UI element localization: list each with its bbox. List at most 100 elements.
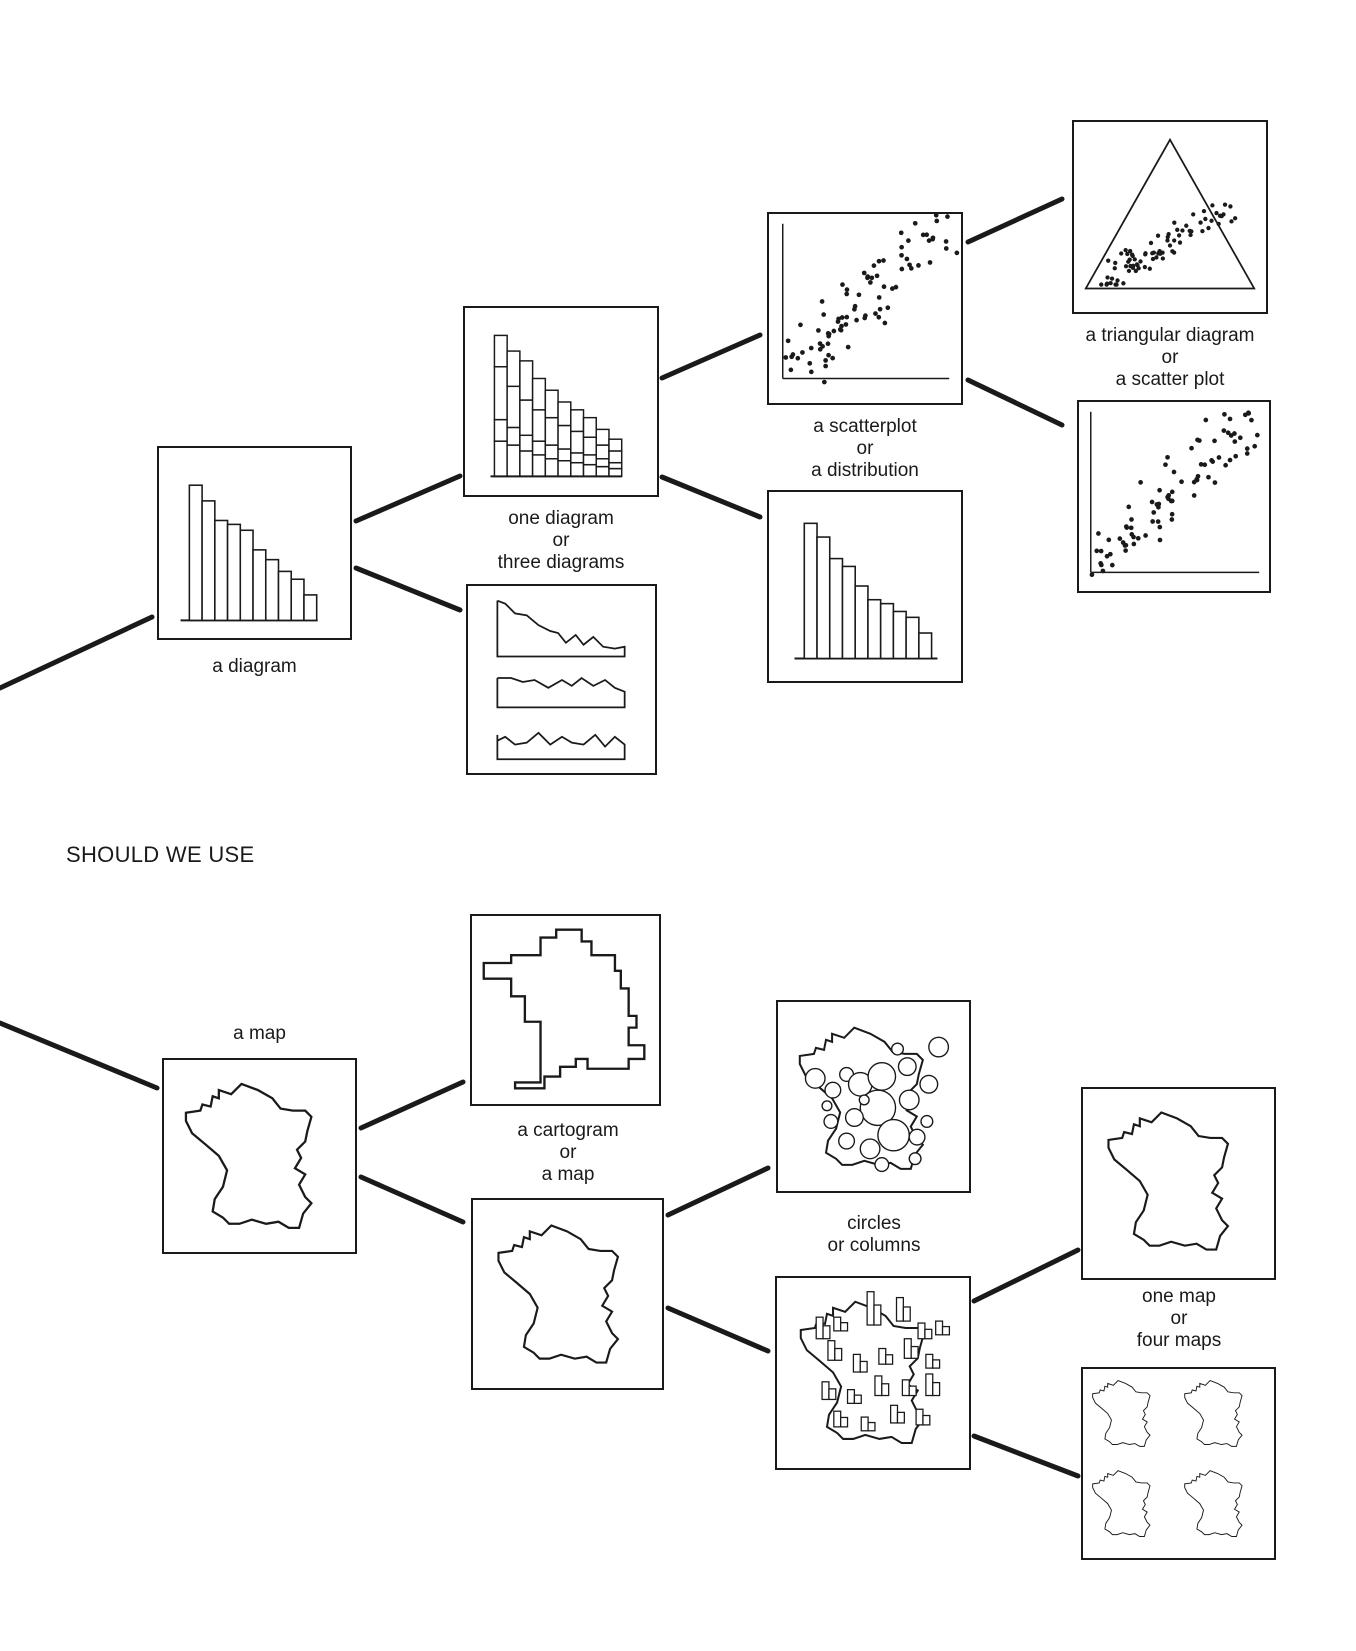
triangle-dot (1170, 249, 1175, 254)
map-column (866, 1291, 875, 1326)
stacked-bar-segment (608, 467, 623, 478)
scatter-dot (924, 232, 930, 238)
link-map-cartogram (358, 1079, 466, 1131)
map-column (932, 1381, 941, 1397)
one-map-box (1081, 1087, 1276, 1280)
scatter-dot (1098, 548, 1104, 554)
scatter-dot (1151, 510, 1157, 515)
scatter-dot (926, 238, 932, 243)
triangle-dot (1099, 282, 1104, 287)
scatter-dot (871, 263, 877, 268)
scatter-dot (1109, 562, 1115, 568)
one-diagram-box (463, 306, 659, 497)
scatter-dot (1149, 499, 1155, 505)
cartogram-line1: a cartogram (517, 1120, 619, 1141)
stacked-bar-segment (608, 450, 623, 464)
map-column (932, 1359, 941, 1369)
map-column (873, 1304, 882, 1326)
scatter-dot (795, 355, 801, 361)
map-circle (821, 1100, 833, 1112)
scatter-dot (1143, 533, 1148, 538)
stacked-bar-segment (531, 409, 547, 442)
map-column (924, 1328, 933, 1340)
france-map-icon-2 (497, 1224, 620, 1364)
stacked-bar-segment (544, 444, 559, 460)
four-maps-icon (1092, 1380, 1243, 1537)
scatter-dot (854, 317, 859, 323)
scatter-dot (1222, 411, 1227, 417)
scatter-dot (899, 244, 904, 250)
scatter-dot (817, 346, 823, 352)
stacked-bar-segment (544, 389, 559, 419)
scatter-dot (783, 355, 789, 360)
scatter-dot (934, 218, 940, 224)
scatter-dot (1221, 428, 1227, 433)
scatter-dot (1089, 572, 1095, 578)
triangle-dot (1228, 204, 1233, 209)
triangle-dot (1147, 266, 1152, 271)
stacked-bar-segment (493, 440, 508, 478)
stacked-bar-segment (506, 350, 521, 388)
link-diagram-three (353, 565, 463, 613)
triangle-dot (1175, 227, 1180, 232)
scatter-dot (863, 313, 868, 318)
scatter-dot (844, 314, 850, 320)
scatter-dot (1232, 439, 1238, 444)
map-column (915, 1408, 924, 1426)
triangular-label: a triangular diagram or a scatter plot (1045, 325, 1295, 391)
triangular-diagram-box (1072, 120, 1268, 314)
scatter-dot (1179, 479, 1184, 485)
triangle-dot (1113, 260, 1118, 266)
map-circle (897, 1057, 917, 1077)
four-maps-box (1081, 1367, 1276, 1560)
map-column (821, 1381, 830, 1401)
one-map-label: one map or four maps (1054, 1286, 1304, 1352)
map-column (889, 1404, 899, 1424)
map-column (896, 1411, 905, 1424)
stacked-bar-segment (570, 430, 585, 454)
map-circle (859, 1138, 881, 1160)
scatter-dot (844, 291, 850, 297)
scatter-dot (1198, 462, 1204, 467)
scatter-dot (954, 250, 960, 256)
stacked-bar-segment (519, 434, 534, 452)
diagram-label-text: a diagram (212, 656, 297, 677)
scatter-dot (881, 258, 886, 263)
scatter-dot (1212, 438, 1217, 444)
one-diagram-line1: one diagram (508, 508, 614, 529)
stacked-bar-segment (531, 377, 547, 411)
scatter-dot (1197, 438, 1202, 443)
map-column (822, 1325, 831, 1340)
scatter-dot (930, 236, 936, 242)
scatter-plot-box (1077, 400, 1271, 593)
stacked-bar-segment (595, 458, 610, 468)
scatter-dot (823, 363, 828, 369)
link-scatter-scatterplot (965, 377, 1065, 428)
stacked-bar-segment (531, 440, 547, 456)
map-column (859, 1360, 868, 1373)
map-column (833, 1316, 842, 1332)
link-scatter-triangular (965, 196, 1065, 245)
scatter-dot (830, 355, 836, 361)
columns-map-icon (799, 1291, 951, 1444)
scatter-dot (1169, 511, 1175, 517)
link-one-scatter (659, 332, 763, 381)
scatter-dot (1189, 445, 1194, 451)
scatter-dot (1246, 410, 1251, 416)
stacked-bar-segment (570, 461, 585, 478)
stacked-bar-segment (582, 454, 597, 466)
scatter-dot (798, 322, 803, 328)
map-column (840, 1416, 849, 1428)
triangle-dot (1216, 221, 1221, 227)
circles-box (776, 1000, 971, 1193)
triangle-dot (1127, 248, 1133, 254)
stacked-bar-segment (544, 416, 559, 446)
scatter-dot (1165, 454, 1170, 460)
scatter-dot (840, 282, 845, 287)
scatterplot-line3: a distribution (811, 460, 919, 481)
one-map-line1: one map (1142, 1286, 1216, 1307)
stacked-bar-segment (506, 444, 521, 478)
scatter-dot (852, 303, 858, 309)
